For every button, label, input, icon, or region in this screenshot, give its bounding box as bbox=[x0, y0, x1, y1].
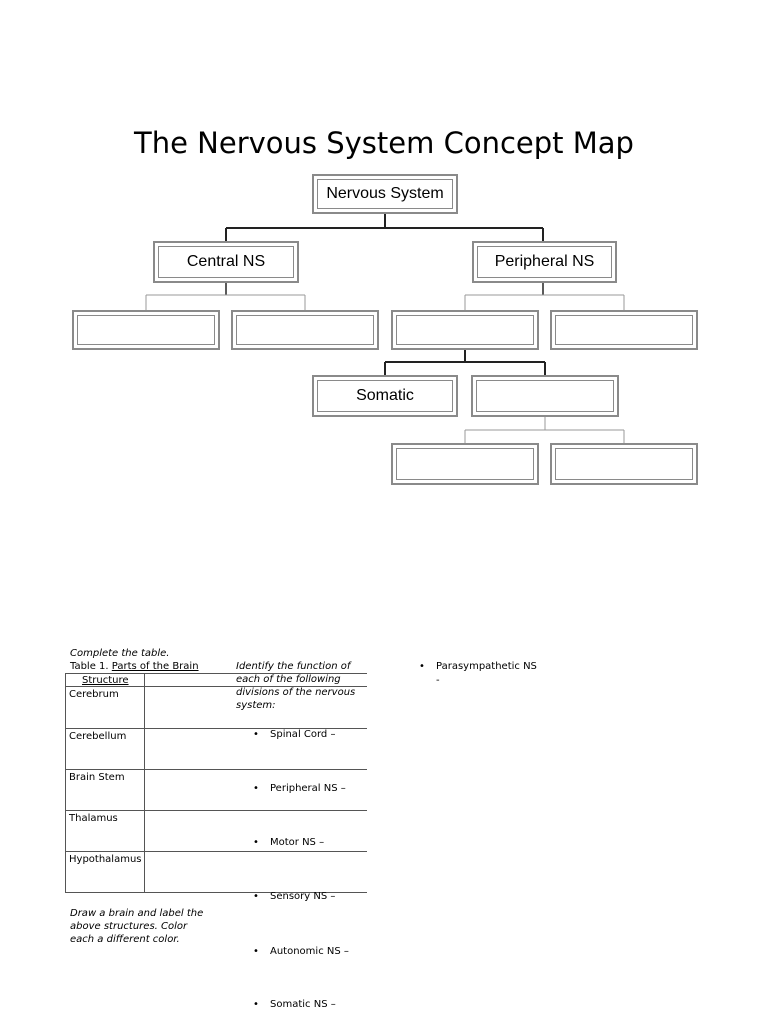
bullet-icon: • bbox=[253, 837, 259, 848]
function-prompt-line: each of the following bbox=[236, 674, 341, 685]
table-caption: Table 1. Parts of the Brain bbox=[70, 660, 199, 673]
node-label bbox=[77, 315, 215, 345]
node-blank-1[interactable] bbox=[72, 310, 220, 350]
node-label bbox=[236, 315, 374, 345]
table-row-rule bbox=[65, 810, 367, 811]
draw-prompt-line: above structures. Color bbox=[70, 921, 188, 932]
node-nervous-system: Nervous System bbox=[312, 174, 458, 214]
node-somatic: Somatic bbox=[312, 375, 458, 417]
node-blank-3[interactable] bbox=[391, 310, 539, 350]
function-item-label: Parasympathetic NS bbox=[436, 661, 537, 672]
node-label bbox=[555, 315, 693, 345]
node-label bbox=[476, 380, 614, 412]
function-item-label: Sensory NS – bbox=[270, 891, 336, 902]
table-row: Brain Stem bbox=[69, 772, 125, 783]
table-caption-prefix: Table 1. bbox=[70, 661, 109, 672]
table-left-rule bbox=[65, 673, 66, 893]
table-row: Cerebellum bbox=[69, 731, 127, 742]
draw-prompt-line: each a different color. bbox=[70, 934, 180, 945]
node-blank-2[interactable] bbox=[231, 310, 379, 350]
node-central-ns: Central NS bbox=[153, 241, 299, 283]
function-prompt-line: system: bbox=[236, 700, 276, 711]
function-prompt: Identify the function of each of the fol… bbox=[236, 660, 355, 712]
page-title: The Nervous System Concept Map bbox=[134, 126, 634, 160]
answer-cell-hypothalamus[interactable] bbox=[145, 852, 367, 891]
function-prompt-line: Identify the function of bbox=[236, 661, 351, 672]
table-row-rule bbox=[65, 769, 367, 770]
node-label: Central NS bbox=[158, 246, 294, 278]
bullet-icon: • bbox=[253, 783, 259, 794]
table-row-rule bbox=[65, 851, 367, 852]
function-item-label: Spinal Cord – bbox=[270, 729, 336, 740]
parasympathetic-dash: - bbox=[436, 675, 440, 686]
node-blank-5[interactable] bbox=[471, 375, 619, 417]
node-blank-4[interactable] bbox=[550, 310, 698, 350]
node-blank-7[interactable] bbox=[550, 443, 698, 485]
bullet-icon: • bbox=[253, 999, 259, 1010]
table-caption-title: Parts of the Brain bbox=[111, 661, 199, 672]
node-label: Peripheral NS bbox=[477, 246, 612, 278]
function-prompt-line: divisions of the nervous bbox=[236, 687, 356, 698]
node-label bbox=[555, 448, 693, 480]
table-column-rule bbox=[144, 673, 145, 893]
node-label: Nervous System bbox=[317, 179, 453, 209]
function-item-label: Motor NS – bbox=[270, 837, 325, 848]
bullet-icon: • bbox=[253, 729, 259, 740]
node-peripheral-ns: Peripheral NS bbox=[472, 241, 617, 283]
table-row: Hypothalamus bbox=[69, 854, 142, 865]
table-row: Thalamus bbox=[69, 813, 118, 824]
node-blank-6[interactable] bbox=[391, 443, 539, 485]
table-bottom-rule bbox=[65, 892, 367, 893]
function-item-label: Peripheral NS – bbox=[270, 783, 346, 794]
function-item-label: Autonomic NS – bbox=[270, 946, 349, 957]
bullet-icon: • bbox=[253, 946, 259, 957]
bullet-icon: • bbox=[419, 661, 425, 672]
table-column-header: Structure bbox=[82, 675, 129, 686]
table-top-rule bbox=[65, 673, 367, 674]
node-label: Somatic bbox=[317, 380, 453, 412]
node-label bbox=[396, 448, 534, 480]
draw-prompt-line: Draw a brain and label the bbox=[70, 908, 204, 919]
table-row: Cerebrum bbox=[69, 689, 119, 700]
instruction-text: Complete the table. bbox=[70, 648, 170, 659]
function-item-label: Somatic NS – bbox=[270, 999, 336, 1010]
node-label bbox=[396, 315, 534, 345]
table-header-rule bbox=[65, 686, 367, 687]
table-row-rule bbox=[65, 728, 367, 729]
bullet-icon: • bbox=[253, 891, 259, 902]
draw-prompt: Draw a brain and label the above structu… bbox=[70, 907, 203, 946]
